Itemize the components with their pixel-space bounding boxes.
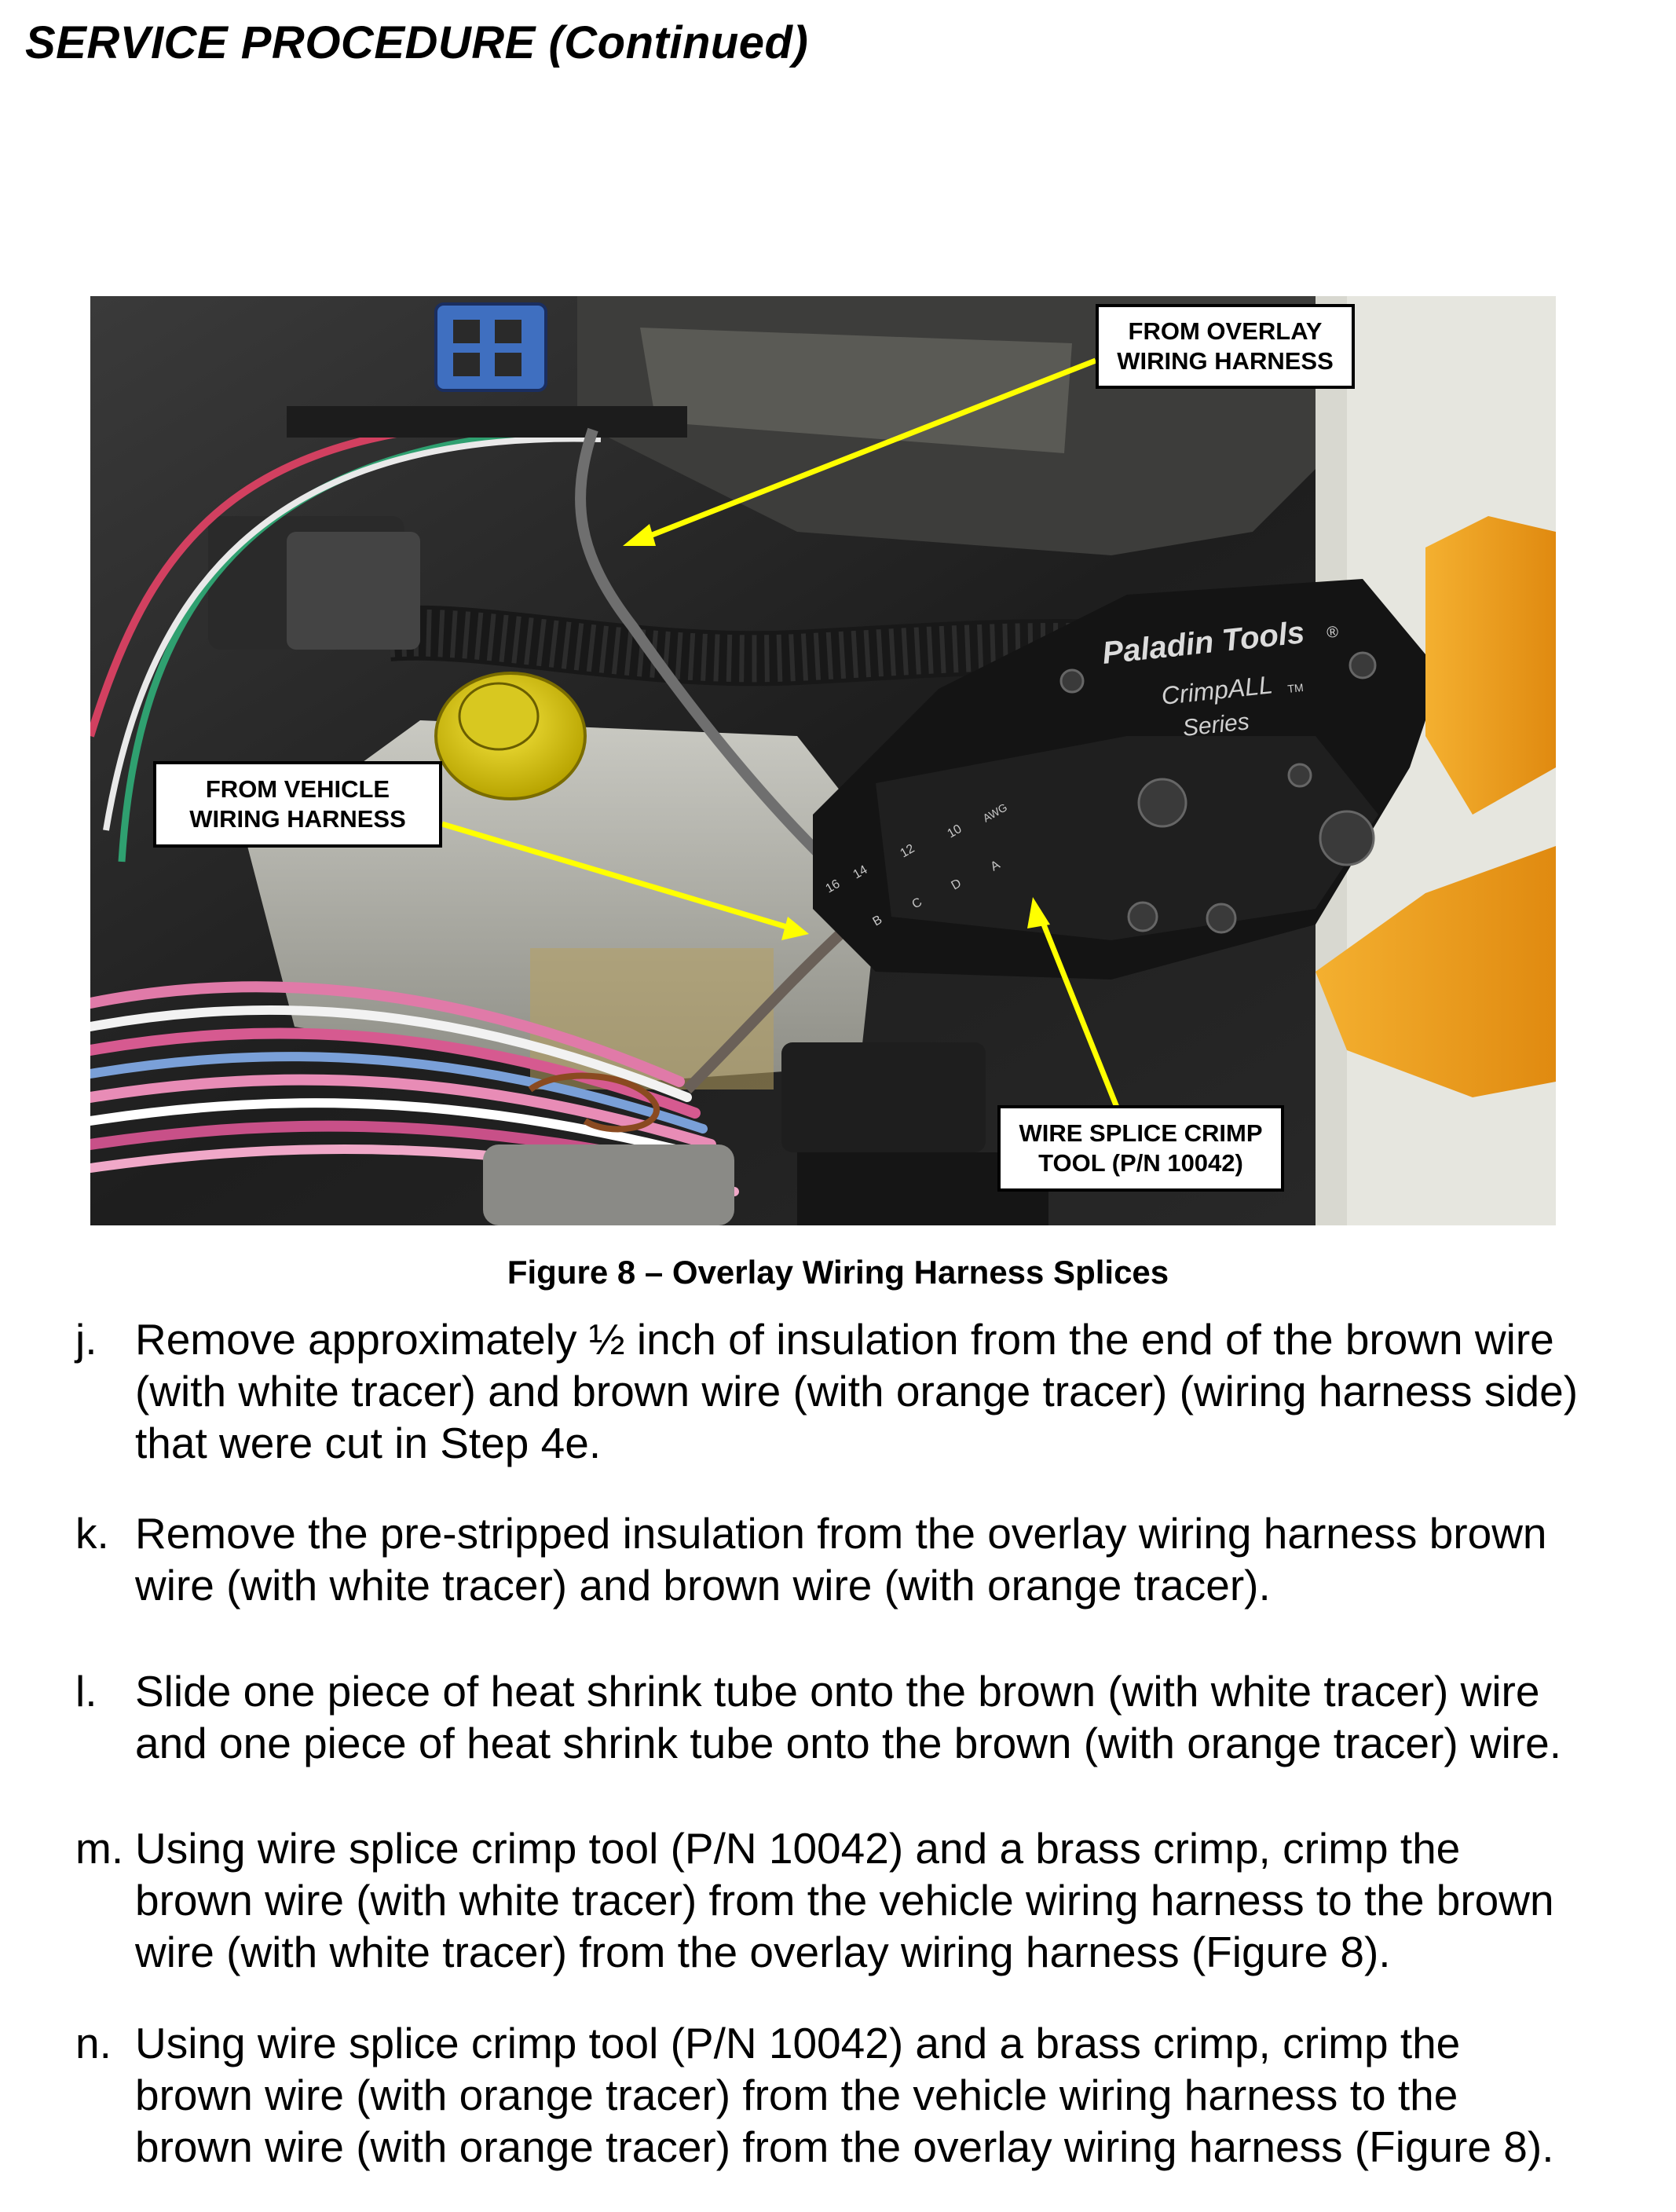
step-line: that were cut in Step 4e. (135, 1419, 602, 1467)
arrow-vehicle-line (441, 821, 791, 931)
step-text: Using wire splice crimp tool (P/N 10042)… (135, 2017, 1667, 2173)
step-line: wire (with white tracer) and brown wire … (135, 1561, 1271, 1610)
step-line: Remove the pre-stripped insulation from … (135, 1509, 1547, 1558)
arrow-tool-head (1027, 897, 1050, 928)
gauge-14: 14 (851, 863, 870, 882)
arrow-vehicle-head (781, 917, 809, 940)
step-text: Using wire splice crimp tool (P/N 10042)… (135, 1822, 1667, 1978)
step-line: and one piece of heat shrink tube onto t… (135, 1719, 1562, 1767)
callout-tool-line-2: TOOL (P/N 10042) (1038, 1149, 1243, 1177)
step-letter: j. (75, 1315, 97, 1364)
callout-arrows (441, 357, 1122, 1115)
engine-bay-photo: Paladin Tools ® CrimpALL TM Series 16 14… (90, 296, 1556, 1225)
callout-vehicle-harness: FROM VEHICLE WIRING HARNESS (153, 761, 442, 848)
gauge-12: 12 (898, 842, 917, 861)
callout-tool-line-1: WIRE SPLICE CRIMP (1019, 1119, 1263, 1147)
arrow-overlay-head (623, 524, 656, 546)
figure-photo: Paladin Tools ® CrimpALL TM Series 16 14… (90, 296, 1556, 1225)
step-line: (with white tracer) and brown wire (with… (135, 1367, 1579, 1415)
callout-overlay-line-2: WIRING HARNESS (1117, 347, 1334, 375)
step-line: wire (with white tracer) from the overla… (135, 1928, 1391, 1976)
callout-vehicle-line-1: FROM VEHICLE (205, 775, 390, 803)
step-line: brown wire (with orange tracer) from the… (135, 2122, 1554, 2171)
arrow-overlay-line (639, 357, 1097, 543)
step-letter: k. (75, 1509, 109, 1558)
figure-caption: Figure 8 – Overlay Wiring Harness Splice… (507, 1254, 1169, 1291)
step-line: Using wire splice crimp tool (P/N 10042)… (135, 1824, 1461, 1873)
step-line: Using wire splice crimp tool (P/N 10042)… (135, 2019, 1461, 2067)
callout-vehicle-line-2: WIRING HARNESS (189, 805, 406, 833)
step-text: Remove the pre-stripped insulation from … (135, 1507, 1667, 1611)
step-line: brown wire (with white tracer) from the … (135, 1876, 1554, 1925)
page-heading: SERVICE PROCEDURE (Continued) (25, 17, 809, 68)
step-text: Remove approximately ½ inch of insulatio… (135, 1313, 1667, 1469)
callout-crimp-tool: WIRE SPLICE CRIMP TOOL (P/N 10042) (997, 1105, 1284, 1192)
tool-tm-mark: TM (1287, 681, 1305, 695)
callout-overlay-line-1: FROM OVERLAY (1128, 317, 1323, 345)
step-line: Slide one piece of heat shrink tube onto… (135, 1667, 1540, 1716)
step-line: Remove approximately ½ inch of insulatio… (135, 1315, 1554, 1364)
step-text: Slide one piece of heat shrink tube onto… (135, 1665, 1667, 1769)
tool-reg-mark: ® (1326, 624, 1339, 642)
gauge-16: 16 (824, 877, 843, 896)
step-letter: m. (75, 1824, 124, 1873)
gauge-10: 10 (946, 822, 964, 841)
step-letter: l. (75, 1667, 97, 1716)
step-line: brown wire (with orange tracer) from the… (135, 2071, 1458, 2119)
arrow-tool-line (1037, 915, 1122, 1115)
callout-overlay-harness: FROM OVERLAY WIRING HARNESS (1096, 304, 1355, 389)
step-letter: n. (75, 2019, 112, 2067)
